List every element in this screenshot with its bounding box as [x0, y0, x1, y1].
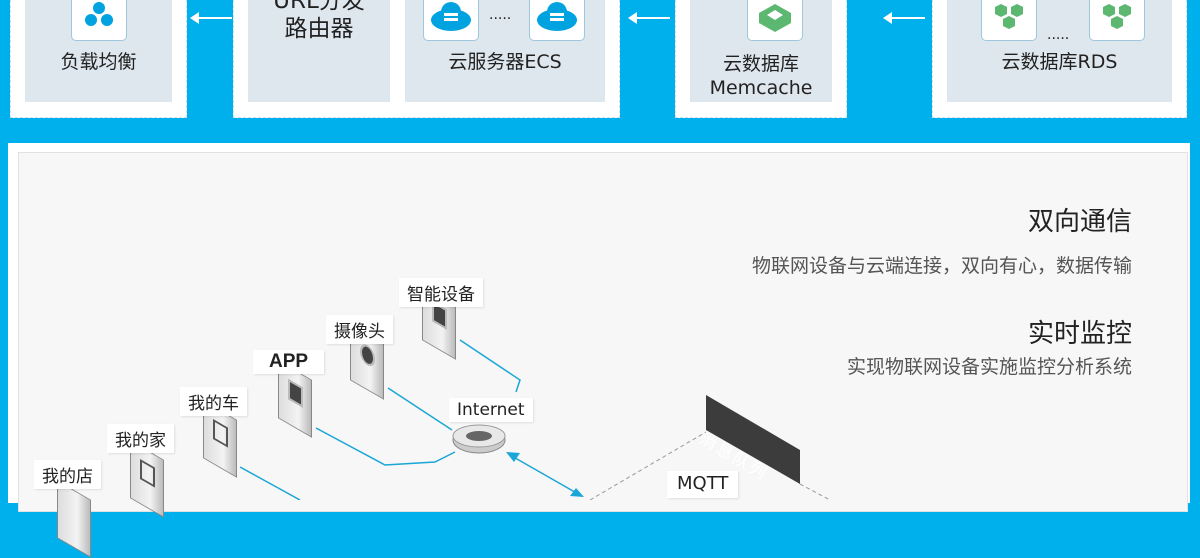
queue-line-right [799, 483, 831, 500]
ecs-dots: ..... [489, 7, 512, 23]
device-label-camera: 摄像头 [326, 315, 393, 344]
device-label-car: 我的车 [180, 387, 247, 416]
connection-lines [239, 339, 831, 500]
feature-desc-2: 实现物联网设备实施监控分析系统 [846, 356, 1132, 378]
line-smart-device [459, 339, 521, 393]
load-balance-label: 负载均衡 [60, 51, 137, 73]
internet-label: Internet [449, 398, 533, 422]
router-card: URL分发 路由器 [248, 0, 390, 102]
router-label-2: 路由器 [284, 16, 354, 42]
memcache-label-2: Memcache [709, 77, 813, 99]
queue-line-left [589, 431, 707, 500]
arrowhead-icon [570, 488, 584, 497]
arrowhead-icon [506, 452, 520, 462]
feature-desc-1: 物联网设备与云端连接，双向有心，数据传输 [751, 255, 1132, 277]
line-camera [387, 387, 453, 431]
arrow-left-icon [628, 12, 670, 24]
feature-title-1: 双向通信 [1027, 207, 1132, 237]
device-label-smart: 智能设备 [399, 278, 483, 307]
memcache-label-1: 云数据库 [722, 53, 799, 75]
memcache-icon [747, 0, 803, 41]
arrow-left-icon [190, 12, 232, 24]
bidirectional-arrow [509, 454, 581, 496]
feature-title-2: 实时监控 [1027, 319, 1132, 349]
router-label-1: URL分发 [273, 0, 365, 14]
mqtt-label: MQTT [667, 471, 739, 498]
line-app [315, 427, 456, 466]
device-label-shop: 我的店 [34, 460, 101, 489]
rds-icon [1089, 0, 1145, 41]
device-label-home: 我的家 [107, 424, 174, 453]
load-balancer-icon [71, 0, 127, 41]
device-label-app: APP [253, 350, 325, 374]
message-queue-banner [706, 395, 800, 484]
arrow-left-icon [883, 12, 925, 24]
rds-label: 云数据库RDS [1001, 51, 1118, 73]
cloud-server-icon [423, 0, 479, 41]
cloud-server-icon [529, 0, 585, 41]
ecs-label: 云服务器ECS [448, 51, 562, 73]
rds-dots: ..... [1047, 27, 1070, 43]
rds-icon [981, 0, 1037, 41]
line-car [239, 466, 301, 500]
